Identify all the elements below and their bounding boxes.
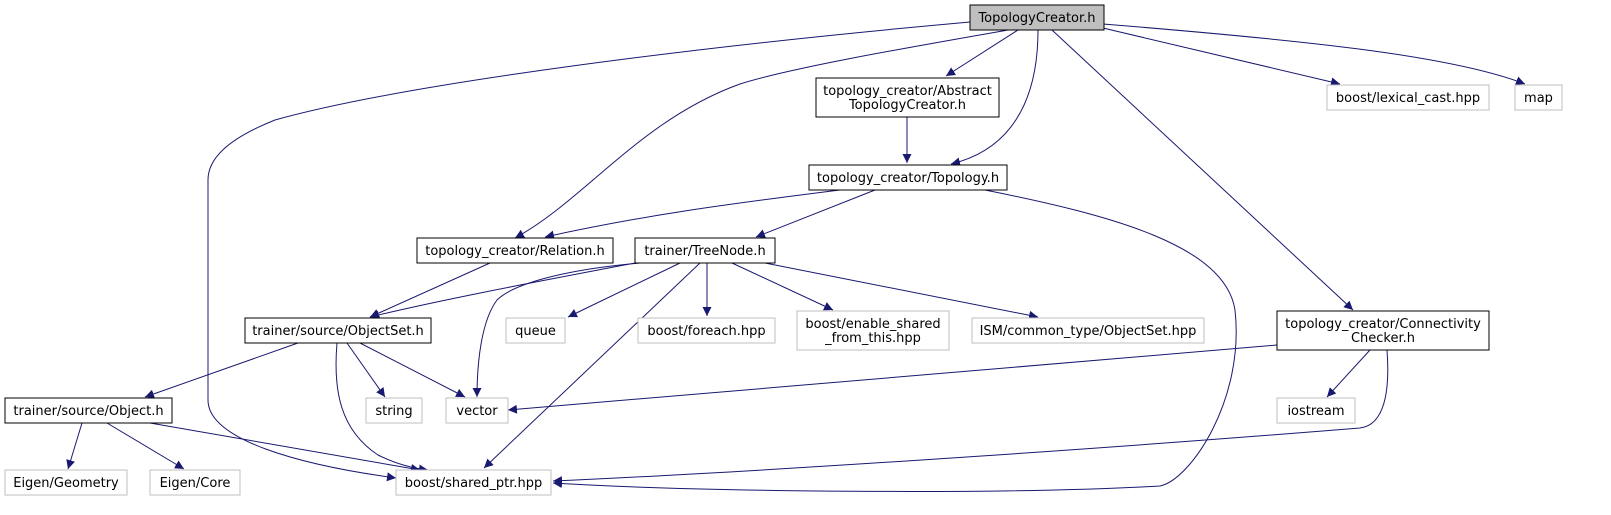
node-abstract[interactable]: topology_creator/AbstractTopologyCreator… <box>815 77 1000 118</box>
node-foreach: boost/foreach.hpp <box>637 317 776 344</box>
node-label: ISM/common_type/ObjectSet.hpp <box>980 324 1197 339</box>
node-label: topology_creator/Relation.h <box>425 244 605 259</box>
edge-root-to-lexical_cast <box>1102 27 1341 87</box>
node-eigen-geometry: Eigen/Geometry <box>4 469 128 496</box>
edge-root-to-connectivity <box>1051 29 1354 311</box>
node-box <box>4 469 128 496</box>
node-label: vector <box>456 404 498 419</box>
edge-objectset-to-object <box>144 342 299 399</box>
node-box <box>244 317 432 344</box>
edge-treenode-to-vector <box>472 262 641 398</box>
node-string: string <box>365 397 423 424</box>
node-label: queue <box>515 324 556 339</box>
node-queue: queue <box>505 317 566 344</box>
node-lexical-cast: boost/lexical_cast.hpp <box>1326 84 1490 111</box>
node-box <box>445 397 509 424</box>
node-label: boost/lexical_cast.hpp <box>1336 91 1480 106</box>
edge-root-to-map <box>1102 23 1526 85</box>
node-label: boost/foreach.hpp <box>647 324 765 339</box>
node-label: TopologyCreator.h <box>848 98 966 113</box>
node-box <box>808 164 1008 191</box>
edge-object-to-shared_ptr <box>149 422 421 473</box>
node-box <box>1276 397 1356 424</box>
edge-root-to-shared_ptr <box>207 21 971 482</box>
edge-connectivity-to-shared_ptr <box>552 349 1389 486</box>
edge-objectset-to-vector <box>359 342 466 398</box>
node-label: TopologyCreator.h <box>977 11 1095 26</box>
node-iostream: iostream <box>1276 397 1356 424</box>
edge-connectivity-to-iostream <box>1326 349 1371 398</box>
edge-treenode-to-queue <box>567 262 681 318</box>
node-box <box>1276 310 1490 351</box>
edge-root-to-topology <box>950 29 1039 167</box>
node-box <box>637 317 776 344</box>
edge-topology-to-treenode <box>755 189 876 238</box>
node-box <box>1514 84 1563 111</box>
node-box <box>815 77 1000 118</box>
edge-relation-to-objectset <box>369 262 491 318</box>
node-box <box>1326 84 1490 111</box>
node-label: iostream <box>1287 404 1344 419</box>
node-box <box>971 317 1205 344</box>
node-root[interactable]: TopologyCreator.h <box>969 4 1105 31</box>
node-box <box>4 397 173 424</box>
node-box <box>969 4 1105 31</box>
node-eigen-core: Eigen/Core <box>149 469 241 496</box>
node-label: trainer/TreeNode.h <box>644 244 765 259</box>
node-box <box>416 237 614 264</box>
edge-root-to-relation <box>514 29 1009 239</box>
node-label: topology_creator/Connectivity <box>1285 317 1481 332</box>
node-enable-shared: boost/enable_shared_from_this.hpp <box>796 310 950 351</box>
node-label: trainer/source/ObjectSet.h <box>252 324 424 339</box>
edge-treenode-to-ism_objectset <box>764 262 1039 320</box>
node-box <box>395 469 552 496</box>
node-label: topology_creator/Topology.h <box>817 171 999 186</box>
edge-connectivity-to-vector <box>507 344 1278 414</box>
node-ism-objectset: ISM/common_type/ObjectSet.hpp <box>971 317 1205 344</box>
node-treenode[interactable]: trainer/TreeNode.h <box>634 237 776 264</box>
node-label: boost/shared_ptr.hpp <box>405 476 543 491</box>
edge-treenode-to-enable_shared <box>731 262 834 311</box>
node-label: trainer/source/Object.h <box>13 404 163 419</box>
node-box <box>796 310 950 351</box>
node-object[interactable]: trainer/source/Object.h <box>4 397 173 424</box>
edge-root-to-abstract <box>945 29 1019 77</box>
node-layer: TopologyCreator.htopology_creator/Abstra… <box>4 4 1563 496</box>
node-box <box>149 469 241 496</box>
edge-objectset-to-shared_ptr <box>335 342 429 474</box>
node-label: Eigen/Core <box>160 476 231 491</box>
node-topology[interactable]: topology_creator/Topology.h <box>808 164 1008 191</box>
edge-objectset-to-string <box>346 342 386 398</box>
node-label: map <box>1524 91 1553 106</box>
node-vector: vector <box>445 397 509 424</box>
edge-topology-to-relation <box>544 189 841 240</box>
node-label: boost/enable_shared <box>805 317 940 332</box>
edge-object-to-eigen_core <box>106 422 185 470</box>
node-box <box>634 237 776 264</box>
node-shared-ptr: boost/shared_ptr.hpp <box>395 469 552 496</box>
edge-layer <box>66 21 1526 492</box>
node-label: _from_this.hpp <box>824 331 921 346</box>
node-relation[interactable]: topology_creator/Relation.h <box>416 237 614 264</box>
edge-topology-to-shared_ptr <box>552 189 1237 492</box>
node-map: map <box>1514 84 1563 111</box>
node-label: topology_creator/Abstract <box>823 84 992 99</box>
node-label: Eigen/Geometry <box>13 476 119 491</box>
edge-treenode-to-objectset <box>369 262 636 320</box>
node-objectset[interactable]: trainer/source/ObjectSet.h <box>244 317 432 344</box>
node-label: Checker.h <box>1351 331 1415 346</box>
edge-treenode-to-shared_ptr <box>483 262 701 469</box>
node-box <box>505 317 566 344</box>
node-label: string <box>375 404 412 419</box>
edge-object-to-eigen_geometry <box>66 422 83 470</box>
node-box <box>365 397 423 424</box>
